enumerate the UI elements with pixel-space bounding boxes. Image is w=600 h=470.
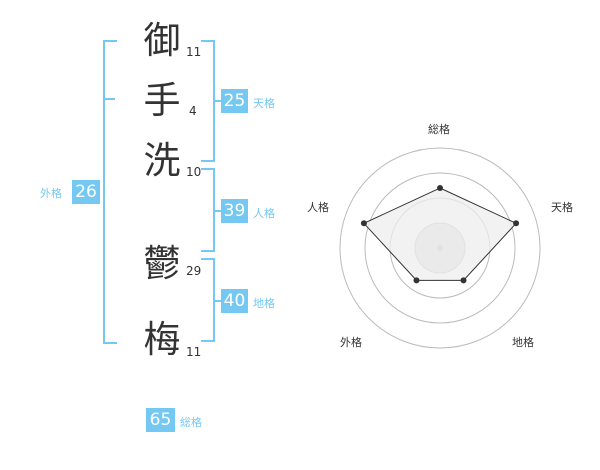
radar-label-tenkaku: 天格 bbox=[551, 201, 573, 214]
radar-ring bbox=[364, 172, 516, 324]
gaikaku-value: 26 bbox=[72, 180, 100, 204]
chikaku-bracket bbox=[201, 258, 215, 342]
radar-points bbox=[360, 185, 520, 284]
radar-point-2 bbox=[513, 220, 520, 227]
stroke-count-5: 11 bbox=[186, 345, 202, 359]
stroke-count-1: 11 bbox=[186, 45, 202, 59]
radar-area bbox=[363, 187, 517, 281]
stroke-count-3: 10 bbox=[186, 165, 202, 179]
name-char-2: 手 bbox=[143, 79, 181, 122]
stroke-count-4: 29 bbox=[186, 264, 202, 278]
name-char-1: 御 bbox=[143, 19, 181, 62]
soukaku-value: 65 bbox=[146, 408, 175, 432]
radar-point-4 bbox=[413, 277, 420, 284]
jinkaku-label: 人格 bbox=[253, 207, 275, 220]
tenkaku-bracket bbox=[201, 40, 215, 162]
chikaku-value: 40 bbox=[221, 289, 248, 313]
name-char-3: 洗 bbox=[143, 139, 181, 182]
tenkaku-label: 天格 bbox=[253, 97, 275, 110]
jinkaku-connector bbox=[215, 210, 221, 212]
radar-label-chikaku: 地格 bbox=[512, 336, 534, 349]
radar-point-1 bbox=[437, 185, 443, 191]
tenkaku-value: 25 bbox=[221, 89, 248, 113]
chikaku-label: 地格 bbox=[253, 297, 275, 310]
radar-label-soukaku: 総格 bbox=[428, 123, 450, 136]
chikaku-connector bbox=[215, 300, 221, 302]
radar-point-3 bbox=[460, 277, 467, 284]
jinkaku-bracket bbox=[201, 168, 215, 252]
name-char-4: 鬱 bbox=[143, 242, 181, 285]
radar-point-5 bbox=[360, 220, 367, 227]
radar-ring bbox=[339, 147, 541, 349]
gaikaku-bracket bbox=[103, 40, 117, 344]
soukaku-label: 総格 bbox=[180, 416, 202, 429]
stroke-count-2: 4 bbox=[189, 104, 197, 118]
jinkaku-value: 39 bbox=[221, 199, 248, 223]
name-char-5: 梅 bbox=[143, 318, 181, 361]
gaikaku-bracket-tick bbox=[105, 98, 115, 100]
radar-label-jinkaku: 人格 bbox=[307, 201, 329, 214]
gaikaku-label: 外格 bbox=[40, 187, 62, 200]
radar-label-gaikaku: 外格 bbox=[340, 336, 362, 349]
tenkaku-connector bbox=[215, 100, 221, 102]
